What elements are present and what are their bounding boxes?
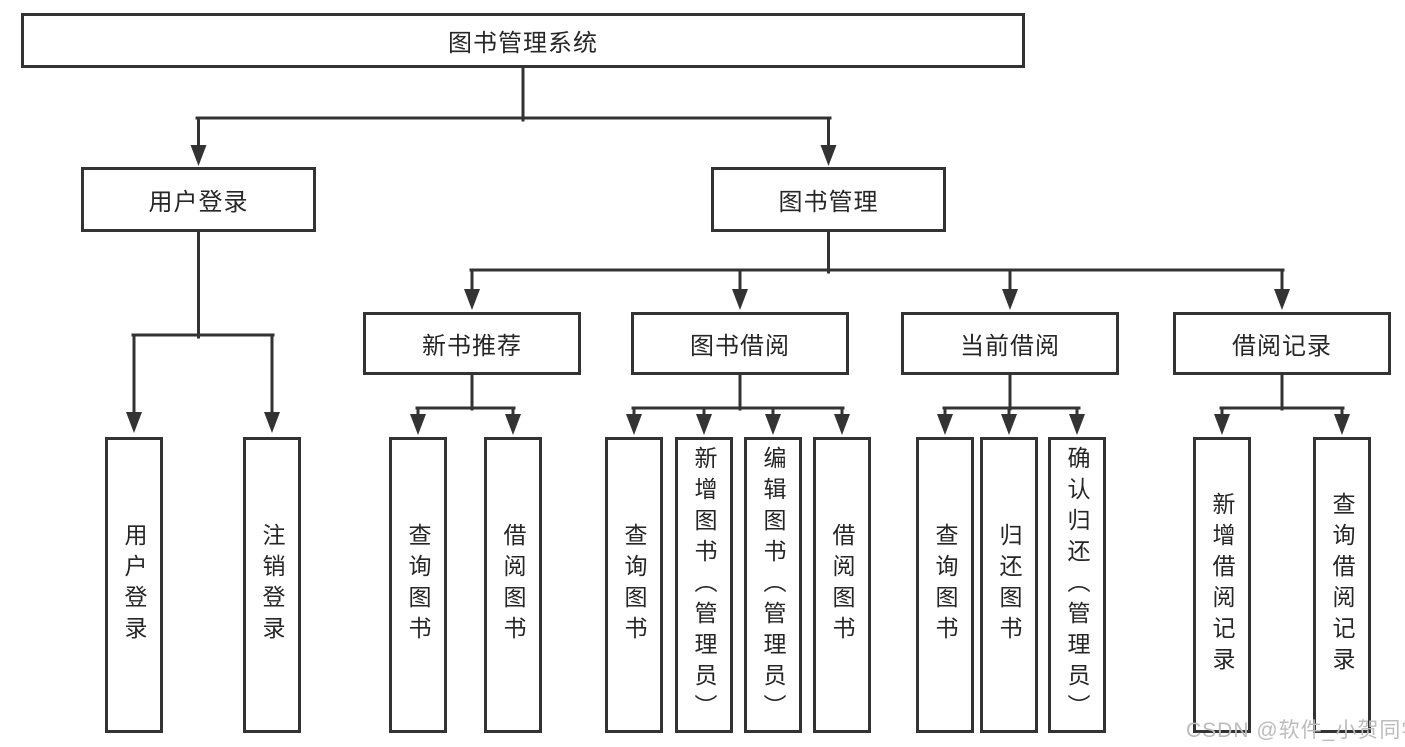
leaf-logout: 注销登录	[243, 437, 301, 733]
leaf-cb-query-books: 查询图书	[916, 437, 974, 733]
node-book-borrowing: 图书借阅	[631, 312, 849, 375]
leaf-bb-edit-books-admin: 编辑图书（管理员）	[744, 437, 802, 733]
node-root-library-system: 图书管理系统	[21, 13, 1025, 68]
leaf-user-login: 用户登录	[105, 437, 163, 733]
leaf-br-query-record: 查询借阅记录	[1313, 437, 1371, 733]
leaf-bb-query-books: 查询图书	[605, 437, 663, 733]
leaf-nb-query-books: 查询图书	[389, 437, 447, 733]
node-new-book-recommend: 新书推荐	[363, 312, 581, 375]
leaf-cb-return-books: 归还图书	[980, 437, 1038, 733]
leaf-nb-borrow-books: 借阅图书	[484, 437, 542, 733]
node-user-login: 用户登录	[81, 167, 316, 232]
leaf-bb-borrow-books: 借阅图书	[813, 437, 871, 733]
leaf-cb-confirm-return-admin: 确认归还（管理员）	[1048, 437, 1106, 733]
leaf-br-add-record: 新增借阅记录	[1193, 437, 1251, 733]
node-borrow-records: 借阅记录	[1173, 312, 1391, 375]
node-current-borrowing: 当前借阅	[901, 312, 1119, 375]
node-book-management: 图书管理	[711, 167, 946, 232]
leaf-bb-add-books-admin: 新增图书（管理员）	[675, 437, 733, 733]
csdn-watermark: CSDN @软件_小贺同学	[1186, 719, 1405, 742]
